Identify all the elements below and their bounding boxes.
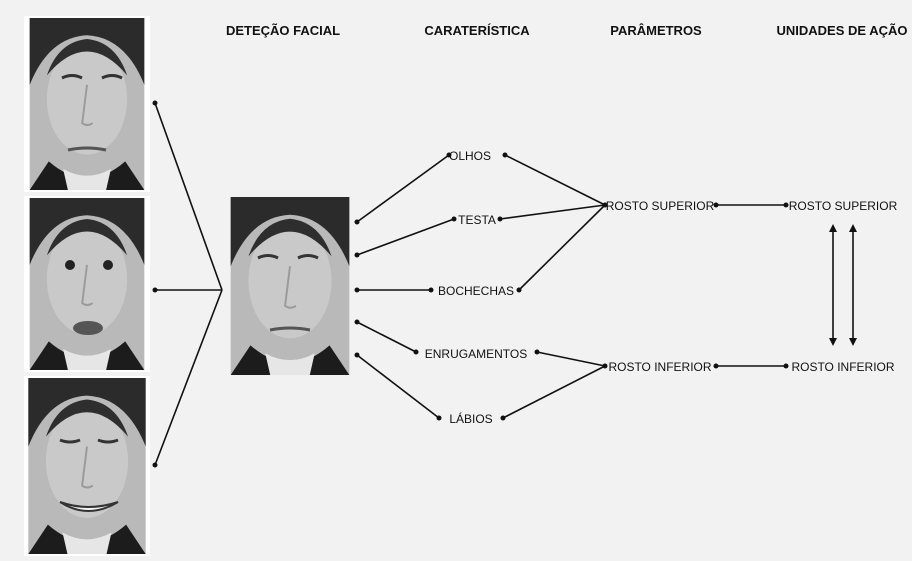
header-facial-detection: DETEÇÃO FACIAL xyxy=(226,23,340,38)
neutral-face-photo xyxy=(24,16,150,192)
parameter-label-lower-face: ROSTO INFERIOR xyxy=(608,360,711,374)
action-unit-vertical-arrows xyxy=(829,224,857,346)
header-action-units: UNIDADES DE AÇÃO xyxy=(777,23,908,38)
header-feature: CARATERÍSTICA xyxy=(424,23,530,38)
feature-label-lips: LÁBIOS xyxy=(449,411,492,426)
surprised-face-photo xyxy=(24,196,150,372)
detected-face-photo xyxy=(229,197,351,375)
action-unit-connectors xyxy=(713,202,789,369)
parameter-label-upper-face: ROSTO SUPERIOR xyxy=(606,199,715,213)
feature-label-eyes: OLHOS xyxy=(449,149,491,163)
action-unit-label-upper-face: ROSTO SUPERIOR xyxy=(789,199,898,213)
feature-label-cheeks: BOCHECHAS xyxy=(438,284,514,298)
parameter-connectors xyxy=(497,152,608,421)
feature-label-forehead: TESTA xyxy=(458,213,496,227)
feature-connectors xyxy=(354,152,457,421)
action-unit-label-lower-face: ROSTO INFERIOR xyxy=(791,360,894,374)
smiling-face-photo xyxy=(24,376,150,556)
feature-label-wrinkles: ENRUGAMENTOS xyxy=(425,347,527,361)
detection-connectors xyxy=(152,100,223,468)
header-parameters: PARÂMETROS xyxy=(610,23,702,38)
